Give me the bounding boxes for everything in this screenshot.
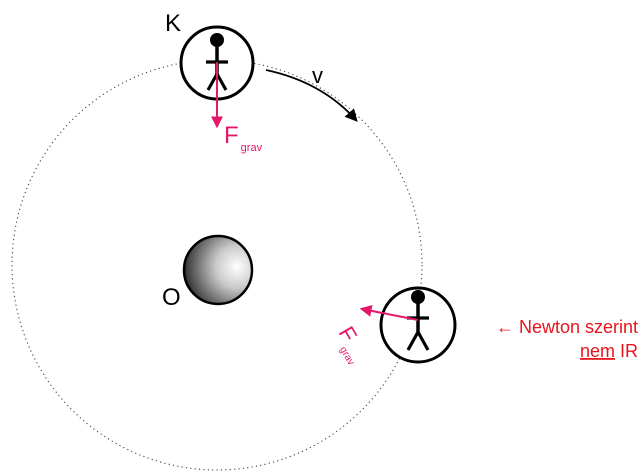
stick-figure-leg-right [215, 73, 228, 91]
central-planet [182, 234, 254, 306]
gravity-force-label-right: Fgrav [329, 322, 372, 367]
velocity-label: v [312, 63, 323, 88]
note-line-1: ← Newton szerint [496, 317, 638, 337]
note-line-2: nem IR [580, 341, 638, 361]
stick-figure-leg-left [406, 331, 420, 351]
frame-label: K [165, 10, 181, 37]
stick-figure-leg-right [416, 331, 430, 351]
stick-figure-leg-left [206, 73, 219, 91]
center-label: O [162, 284, 181, 311]
observer-right [379, 286, 457, 364]
orbit-circle [11, 59, 423, 471]
stick-figure-head [210, 33, 224, 47]
note-underlined-word: nem [580, 341, 615, 361]
gravity-force-arrow-right [359, 304, 419, 321]
velocity-arrow [265, 69, 358, 122]
stick-figure-head [411, 290, 425, 304]
